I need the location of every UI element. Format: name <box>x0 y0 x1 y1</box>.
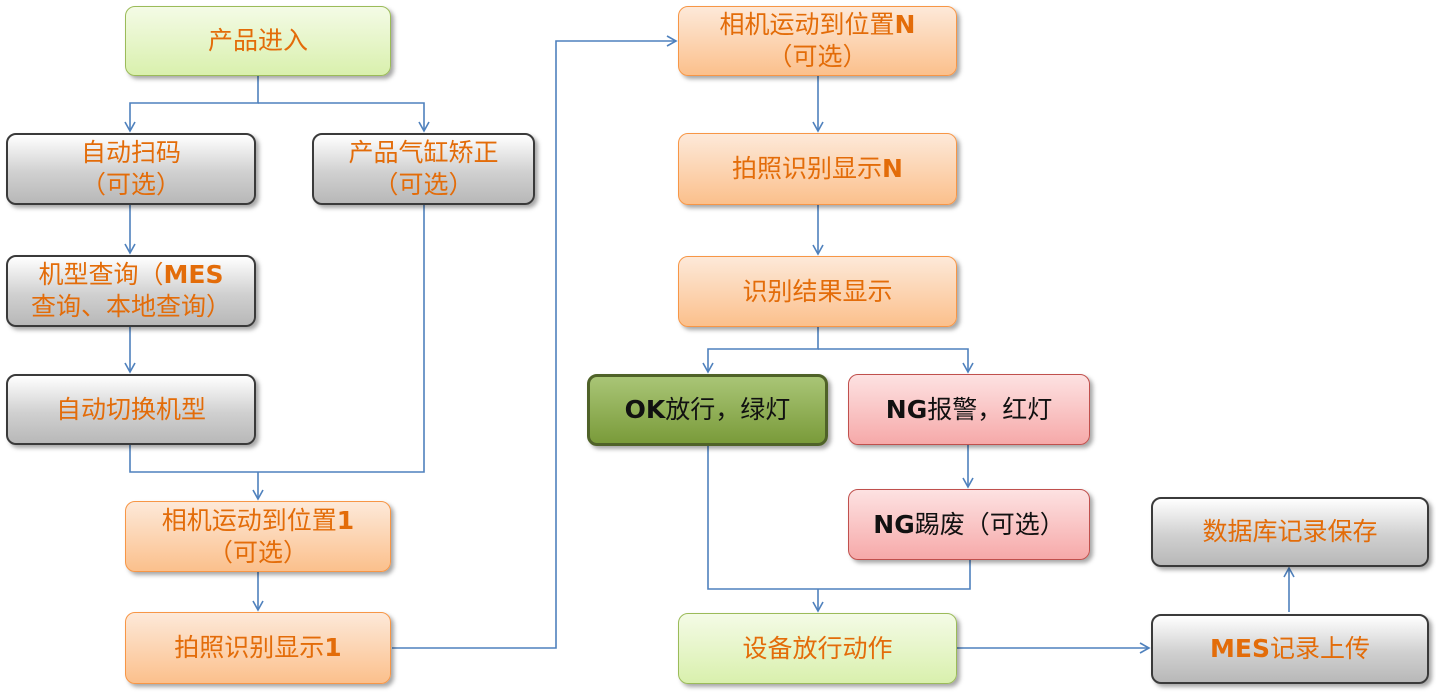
node-photo-1: 拍照识别显示1 <box>125 612 391 684</box>
label-ok-b: 放行，绿灯 <box>665 395 791 424</box>
arrow-photo1-to-cameraN <box>392 35 678 649</box>
arrow-ok-merge <box>707 446 971 590</box>
label-auto-scan: 自动扫码 <box>80 138 181 167</box>
label-camera-pos1-optional: （可选） <box>207 537 308 567</box>
node-ng-alarm: NG报警，红灯 <box>848 374 1090 445</box>
node-ng-reject: NG踢废（可选） <box>848 489 1090 560</box>
label-mes-upload-a: MES <box>1210 634 1270 663</box>
label-auto-scan-optional: （可选） <box>80 170 181 199</box>
label-cylinder-correct-optional: （可选） <box>373 170 474 199</box>
node-camera-pos-n: 相机运动到位置N （可选） <box>678 6 957 76</box>
label-photoN-a: 拍照识别显示 <box>732 154 883 183</box>
label-photo1-b: 1 <box>324 633 342 662</box>
label-ok-a: OK <box>624 395 666 424</box>
label-mes-upload-b: 记录上传 <box>1269 634 1370 663</box>
label-model-query-2: 查询、本地查询） <box>30 292 231 321</box>
node-cylinder-correct: 产品气缸矫正 （可选） <box>312 133 535 205</box>
label-ng-alarm-a: NG <box>885 394 928 424</box>
arrow-result-to-ng <box>818 348 974 374</box>
node-auto-scan: 自动扫码 （可选） <box>6 133 256 205</box>
node-ok-release: OK放行，绿灯 <box>587 374 828 446</box>
label-cameraN-a: 相机运动到位置 <box>719 10 895 39</box>
label-ng-alarm-b: 报警，红灯 <box>927 394 1053 424</box>
node-model-query: 机型查询（MES 查询、本地查询） <box>6 255 256 327</box>
label-cameraN-b: N <box>894 10 916 39</box>
label-photo1-a: 拍照识别显示 <box>174 633 325 662</box>
node-mes-upload: MES记录上传 <box>1151 614 1429 684</box>
node-auto-switch: 自动切换机型 <box>6 374 256 445</box>
node-product-enter: 产品进入 <box>125 6 391 76</box>
label-model-query-mes: MES <box>163 260 224 289</box>
label-ng-reject-a: NG <box>873 509 915 539</box>
label-model-query-1: 机型查询（ <box>38 260 164 289</box>
label-product-enter: 产品进入 <box>207 26 308 55</box>
label-auto-switch: 自动切换机型 <box>55 394 206 424</box>
label-cylinder-correct: 产品气缸矫正 <box>348 138 499 167</box>
node-db-save: 数据库记录保存 <box>1151 497 1429 567</box>
label-photoN-b: N <box>882 154 903 183</box>
label-camera-pos1-b: 1 <box>336 505 355 535</box>
label-release-action: 设备放行动作 <box>742 633 893 663</box>
label-camera-pos1-a: 相机运动到位置 <box>161 505 337 535</box>
node-camera-pos-1: 相机运动到位置1 （可选） <box>125 501 391 572</box>
label-result-display: 识别结果显示 <box>742 276 893 306</box>
arrow-enter-to-scan <box>124 76 259 133</box>
node-result-display: 识别结果显示 <box>678 256 957 327</box>
label-cameraN-optional: （可选） <box>767 42 868 71</box>
arrow-enter-to-cylinder <box>258 102 430 133</box>
node-photo-n: 拍照识别显示N <box>678 133 957 205</box>
label-ng-reject-b: 踢废（可选） <box>914 509 1065 539</box>
label-db-save: 数据库记录保存 <box>1202 517 1378 546</box>
arrow-result-to-ok <box>702 327 819 374</box>
node-release-action: 设备放行动作 <box>678 613 957 684</box>
arrow-switch-merge <box>129 205 425 473</box>
